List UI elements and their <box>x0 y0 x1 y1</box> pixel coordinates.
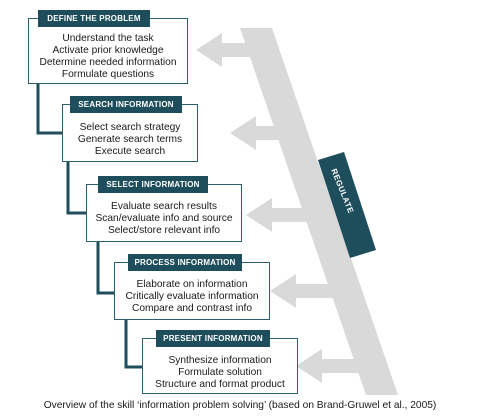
regulate-arrow-5 <box>296 347 382 383</box>
step-lines-process: Elaborate on information Critically eval… <box>114 279 270 315</box>
step-box-search <box>62 104 198 162</box>
step-header-present: Present information <box>156 330 270 347</box>
regulate-arrow-4 <box>270 272 356 308</box>
step-line: Formulate questions <box>61 69 155 80</box>
step-lines-present: Synthesize information Formulate solutio… <box>142 355 298 391</box>
step-line: Determine needed information <box>39 57 177 68</box>
step-line: Generate search terms <box>77 134 183 145</box>
step-lines-select: Evaluate search results Scan/evaluate in… <box>86 201 242 237</box>
step-header-search: Search information <box>70 96 182 113</box>
connector-2 <box>66 160 94 215</box>
step-line: Formulate solution <box>178 367 262 378</box>
step-line: Select search strategy <box>79 122 181 133</box>
step-box-process <box>114 262 270 320</box>
step-header-select: Select information <box>98 176 208 193</box>
regulate-arrow-3 <box>246 196 330 232</box>
step-line: Synthesize information <box>168 355 272 366</box>
regulate-arrow-2 <box>230 114 302 150</box>
step-box-select <box>86 184 242 242</box>
connector-1 <box>36 82 66 135</box>
regulate-arrow-1 <box>196 31 268 67</box>
step-header-process: Process information <box>128 254 242 271</box>
step-line: Execute search <box>94 146 166 157</box>
step-box-present <box>142 338 298 394</box>
regulate-banner <box>318 152 376 258</box>
step-line: Critically evaluate information <box>125 291 259 302</box>
step-line: Elaborate on information <box>136 279 248 290</box>
step-lines-define: Understand the task Activate prior knowl… <box>28 33 188 81</box>
step-line: Evaluate search results <box>111 201 217 212</box>
figure-caption: Overview of the skill ‘information probl… <box>43 400 437 411</box>
step-line: Select/store relevant info <box>107 225 221 236</box>
step-line: Scan/evaluate info and source <box>95 213 233 224</box>
step-line: Structure and format product <box>155 379 285 390</box>
step-line: Understand the task <box>62 33 154 44</box>
step-header-define: Define the problem <box>38 10 150 27</box>
step-lines-search: Select search strategy Generate search t… <box>62 122 198 158</box>
step-line: Activate prior knowledge <box>52 45 164 56</box>
step-line: Compare and contrast info <box>131 303 253 314</box>
